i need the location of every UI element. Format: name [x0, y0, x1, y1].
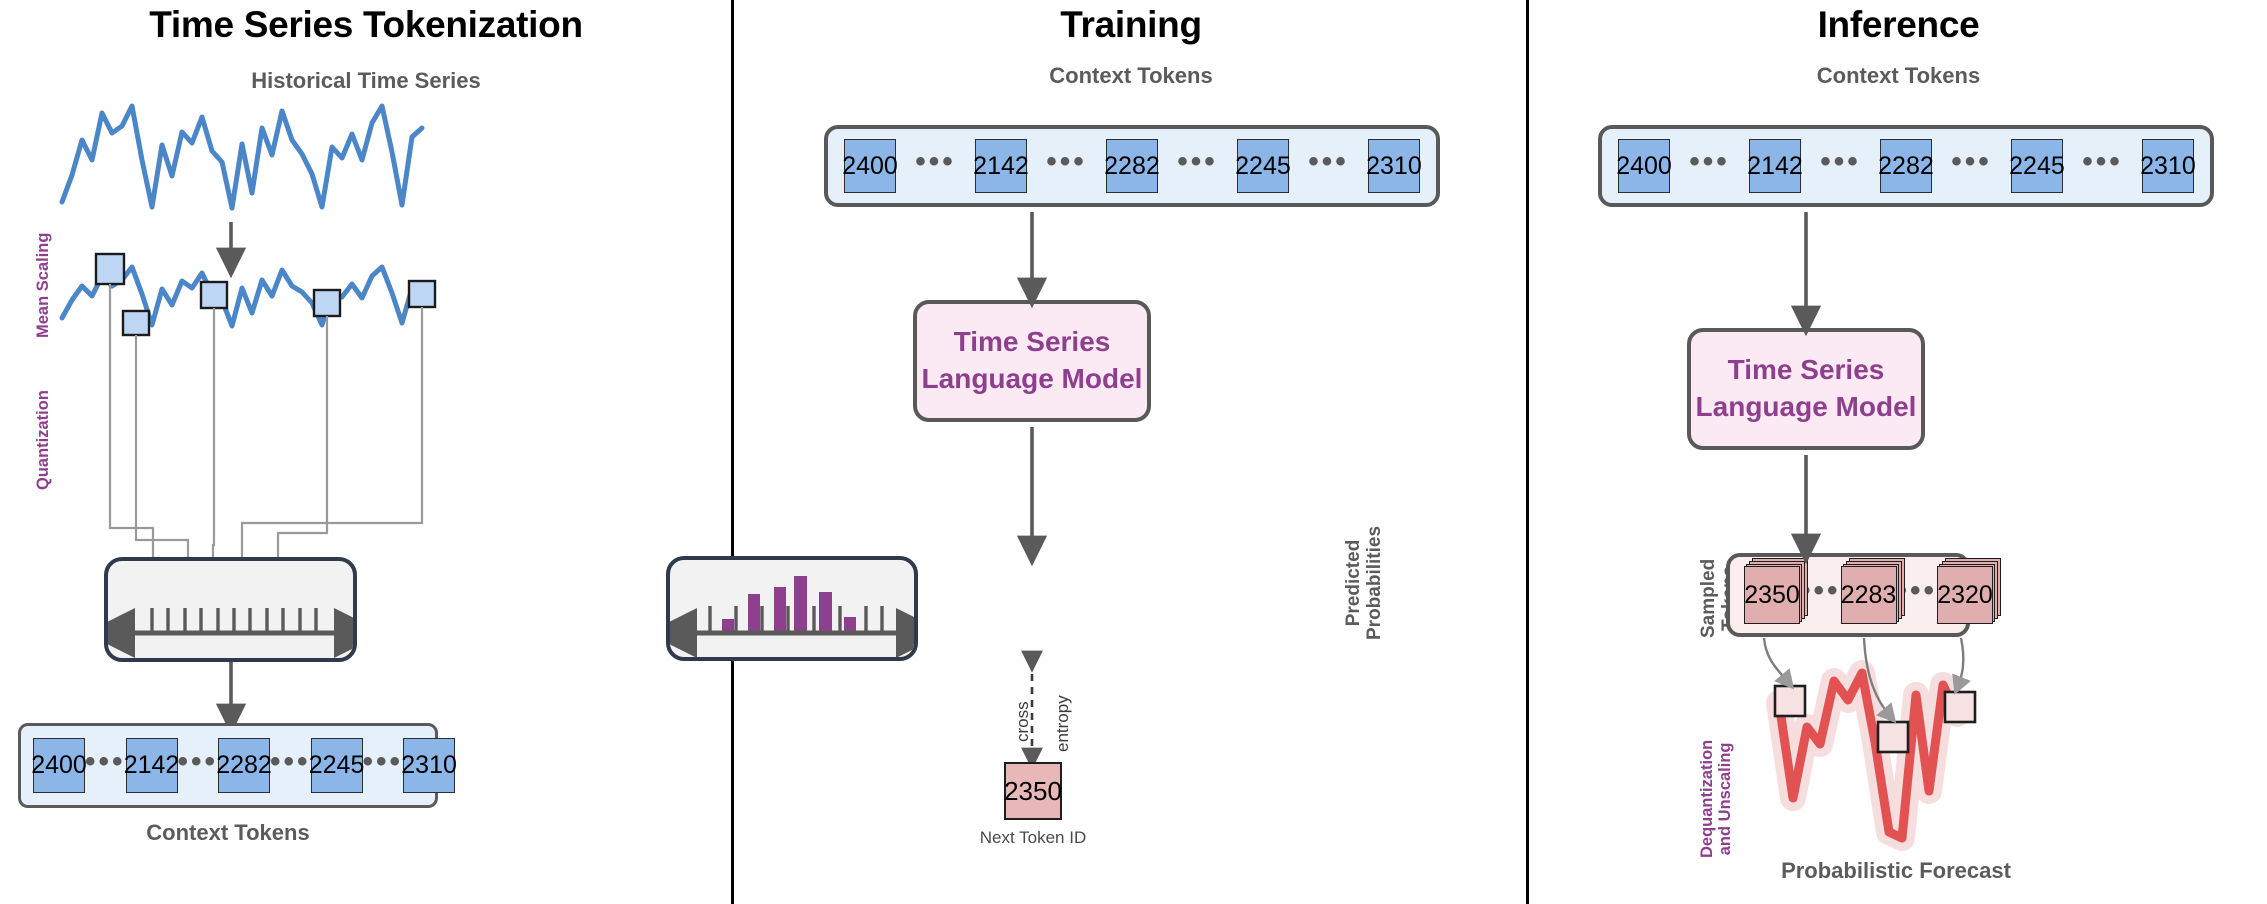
cross-entropy-label-line2: entropy	[1053, 695, 1072, 752]
panel-title-training: Training	[1060, 4, 1202, 45]
training-connectors	[1016, 212, 1048, 770]
context-tokens-caption-training: Context Tokens	[1049, 63, 1213, 88]
sampled-token-stack: 2350	[1744, 558, 1808, 624]
panel-divider-2	[1526, 0, 1529, 904]
panel-tokenization: Time Series Tokenization Historical Time…	[0, 0, 732, 904]
sampled-token-stack: 2283	[1840, 558, 1905, 624]
historical-series-label: Historical Time Series	[251, 68, 481, 93]
token-box[interactable]: 2310	[401, 738, 457, 793]
token-ellipsis: •••	[85, 744, 126, 778]
model-label-line1: Time Series	[1727, 354, 1885, 386]
quantization-axis-box	[104, 557, 357, 662]
model-box-inference: Time Series Language Model	[1687, 328, 1925, 450]
token-box[interactable]: 2310	[1366, 139, 1422, 193]
token-box[interactable]: 2282	[216, 738, 272, 793]
panel-title-tokenization: Time Series Tokenization	[149, 4, 583, 45]
context-token-strip-tokenization: 2400 ••• 2142 ••• 2282 ••• 2245 ••• 2310	[18, 723, 457, 808]
sampled-token-box[interactable]: 2320	[1937, 566, 1994, 624]
sampled-token-stack: 2320	[1937, 558, 2002, 624]
token-box[interactable]: 2142	[124, 738, 179, 793]
panel-training: Training Context Tokens 2400 ••• 2142 ••…	[666, 0, 1527, 904]
tokenization-graphics	[59, 103, 437, 735]
token-box[interactable]: 2282	[1878, 139, 1934, 193]
context-tokens-caption-tokenization: Context Tokens	[146, 820, 310, 845]
next-token-box[interactable]: 2350	[1004, 762, 1062, 820]
token-ellipsis: •••	[362, 744, 404, 778]
token-box[interactable]: 2245	[1235, 139, 1291, 193]
sampled-token-box[interactable]: 2350	[1744, 566, 1800, 624]
predicted-probabilities-box	[666, 556, 918, 661]
panel-inference: Inference Context Tokens 2400 ••• 2142 •…	[1530, 0, 2267, 904]
token-ellipsis: •••	[270, 744, 311, 778]
cross-entropy-label-line1: cross	[1013, 701, 1032, 742]
token-box[interactable]: 2400	[1616, 139, 1672, 193]
quantization-axis	[108, 608, 353, 658]
model-label-line1: Time Series	[953, 326, 1111, 358]
token-box[interactable]: 2245	[309, 738, 364, 793]
historical-series-line	[59, 103, 415, 211]
next-token-caption: Next Token ID	[979, 828, 1087, 847]
model-label-line2: Language Model	[1695, 391, 1917, 422]
token-box[interactable]: 2400	[31, 738, 87, 793]
panel-divider-1	[731, 0, 734, 904]
context-tokens-caption-inference: Context Tokens	[1816, 63, 1981, 88]
token-box[interactable]: 2282	[1104, 139, 1160, 193]
token-box[interactable]: 2400	[842, 139, 898, 193]
sampled-token-strip: 2350 ••• 2283 ••• 2320	[1726, 553, 2002, 637]
forecast-line	[1774, 668, 1962, 843]
forecast-caption: Probabilistic Forecast	[1781, 858, 2011, 883]
predicted-probabilities-chart	[670, 576, 914, 657]
sampled-token-box[interactable]: 2283	[1840, 566, 1897, 624]
model-label-line2: Language Model	[921, 363, 1143, 394]
panel-title-inference: Inference	[1817, 4, 1980, 45]
forecast-sample-markers	[1773, 684, 1977, 754]
context-token-strip-inference: 2400 ••• 2142 ••• 2282 ••• 2245 ••• 2310	[1598, 125, 2214, 207]
token-box[interactable]: 2142	[973, 139, 1029, 193]
token-box[interactable]: 2310	[2140, 139, 2196, 193]
token-ellipsis: •••	[177, 744, 219, 778]
dequantization-connectors	[1762, 637, 1971, 724]
inference-graphics	[1762, 212, 1977, 851]
token-box[interactable]: 2245	[2009, 139, 2065, 193]
token-box[interactable]: 2142	[1747, 139, 1803, 193]
sample-window-markers	[94, 252, 437, 337]
context-token-strip-training: 2400 ••• 2142 ••• 2282 ••• 2245 ••• 2310	[824, 125, 1440, 207]
quantization-connectors	[108, 284, 424, 589]
